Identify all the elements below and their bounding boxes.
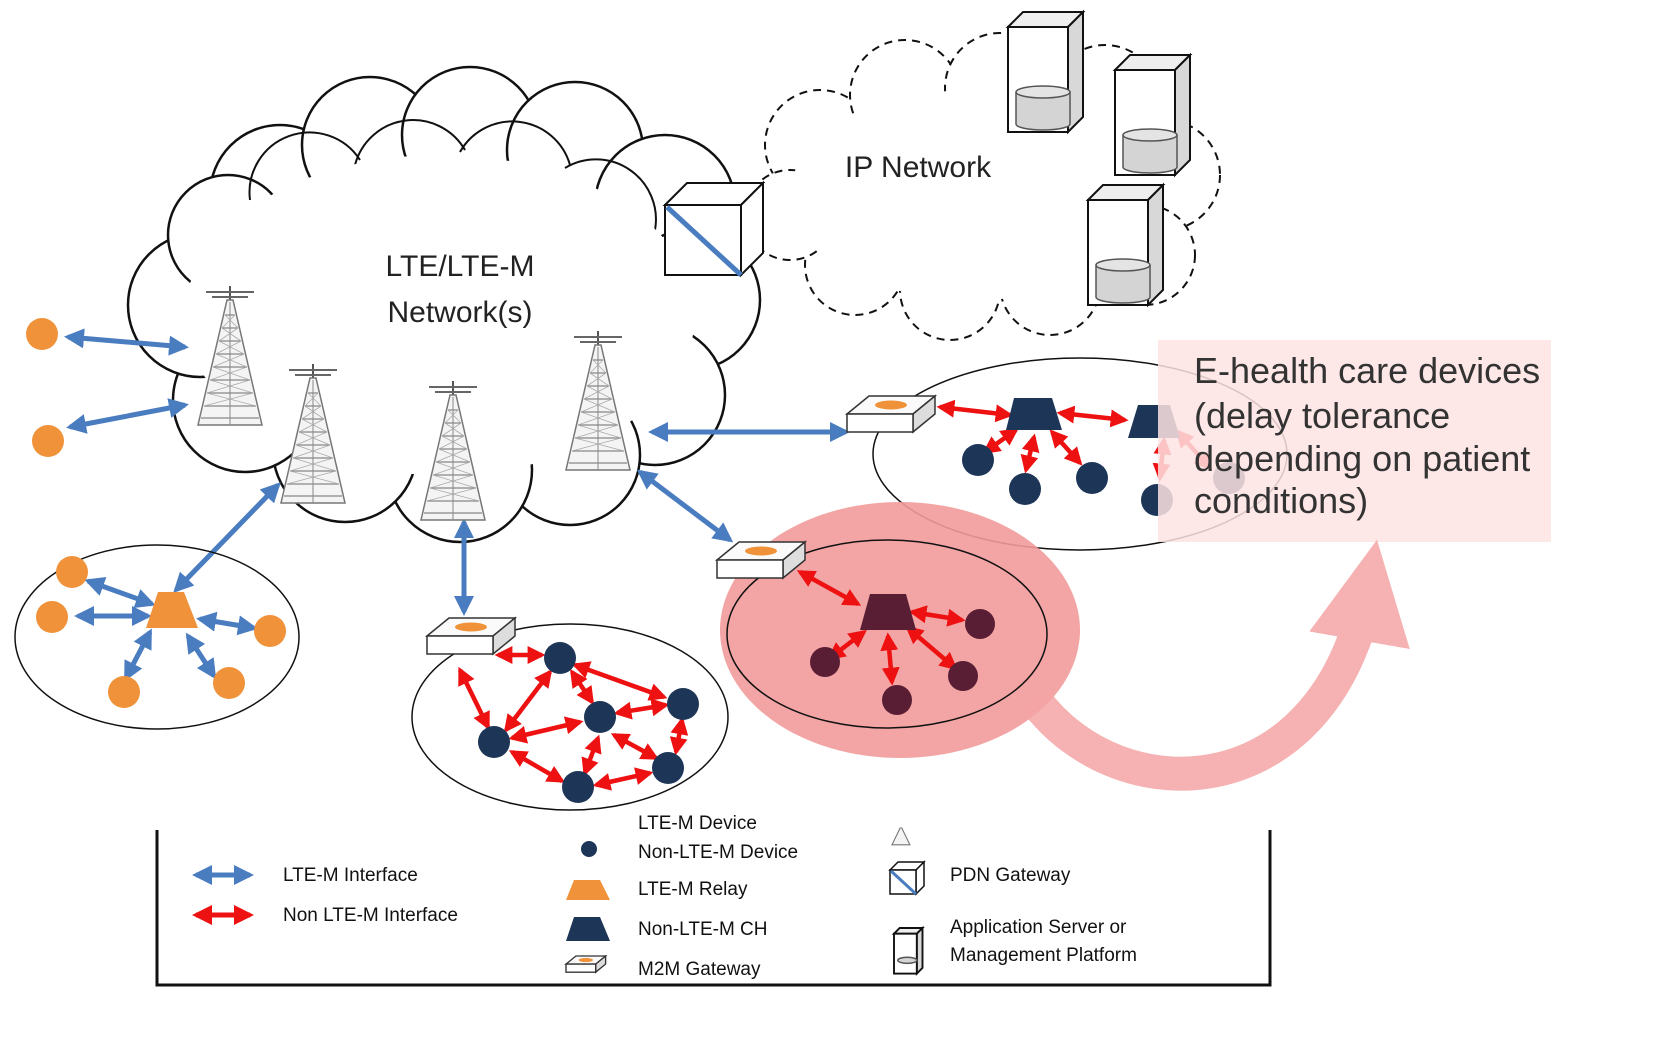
callout-pointer-arrow (1021, 539, 1410, 791)
legend-non-lte-m-device-icon (581, 841, 597, 857)
mesh-devices (478, 642, 699, 803)
legend-non-lte-m-ch: Non-LTE-M CH (638, 919, 768, 940)
callout-line4: conditions) (1194, 480, 1368, 521)
lte-cloud-label-line1: LTE/LTE-M (386, 250, 535, 283)
legend-tower-icon (891, 827, 911, 846)
application-server-icon (1087, 184, 1164, 306)
left-cluster-devices (36, 556, 286, 708)
legend: LTE-M Interface Non LTE-M Interface LTE-… (155, 813, 1272, 987)
ehealth-links (796, 570, 966, 686)
callout-line1: E-health care devices (1194, 350, 1540, 391)
callout-line3: depending on patient (1194, 438, 1530, 479)
ip-network-label: IP Network (845, 151, 992, 184)
ehealth-callout-box (1158, 340, 1551, 542)
legend-pdn-gateway: PDN Gateway (950, 865, 1071, 886)
mesh-links (457, 646, 689, 791)
legend-app-server-line2: Management Platform (950, 945, 1137, 966)
pdn-gateway-icon (662, 180, 766, 278)
legend-lte-m-interface: LTE-M Interface (283, 865, 418, 886)
legend-non-lte-m-device: Non-LTE-M Device (638, 842, 798, 863)
m2m-gateway-icon (426, 617, 516, 655)
legend-non-lte-m-interface: Non LTE-M Interface (283, 905, 458, 926)
callout-line2: (delay tolerance (1194, 395, 1450, 436)
legend-lte-m-device-partial: LTE-M Device (638, 813, 757, 834)
lte-cloud-label-line2: Network(s) (387, 296, 532, 329)
lte-m-device (32, 425, 64, 457)
non-lte-m-ch-icon (1006, 398, 1062, 430)
m2m-gateway-icon (846, 395, 936, 433)
lte-m-links (64, 328, 850, 682)
legend-lte-m-relay: LTE-M Relay (638, 879, 748, 900)
lte-m-relay-cluster (14, 544, 300, 730)
ehealth-devices (810, 609, 995, 715)
legend-non-lte-m-ch-icon (566, 917, 610, 941)
mesh-cluster (411, 623, 729, 811)
application-server-icon (1007, 11, 1084, 133)
lte-m-device (26, 318, 58, 350)
legend-app-server-line1: Application Server or (950, 917, 1127, 938)
legend-lte-m-relay-icon (566, 880, 610, 900)
non-lte-m-ch-icon (860, 594, 916, 630)
lte-m-relay-icon (146, 592, 198, 628)
legend-m2m-gateway-icon (564, 954, 608, 974)
application-server-icon (1114, 54, 1191, 176)
legend-pdn-gateway-icon (888, 860, 926, 896)
legend-app-server-icon (891, 925, 925, 976)
ehealth-cluster (726, 539, 1048, 729)
legend-m2m-gateway: M2M Gateway (638, 959, 761, 980)
